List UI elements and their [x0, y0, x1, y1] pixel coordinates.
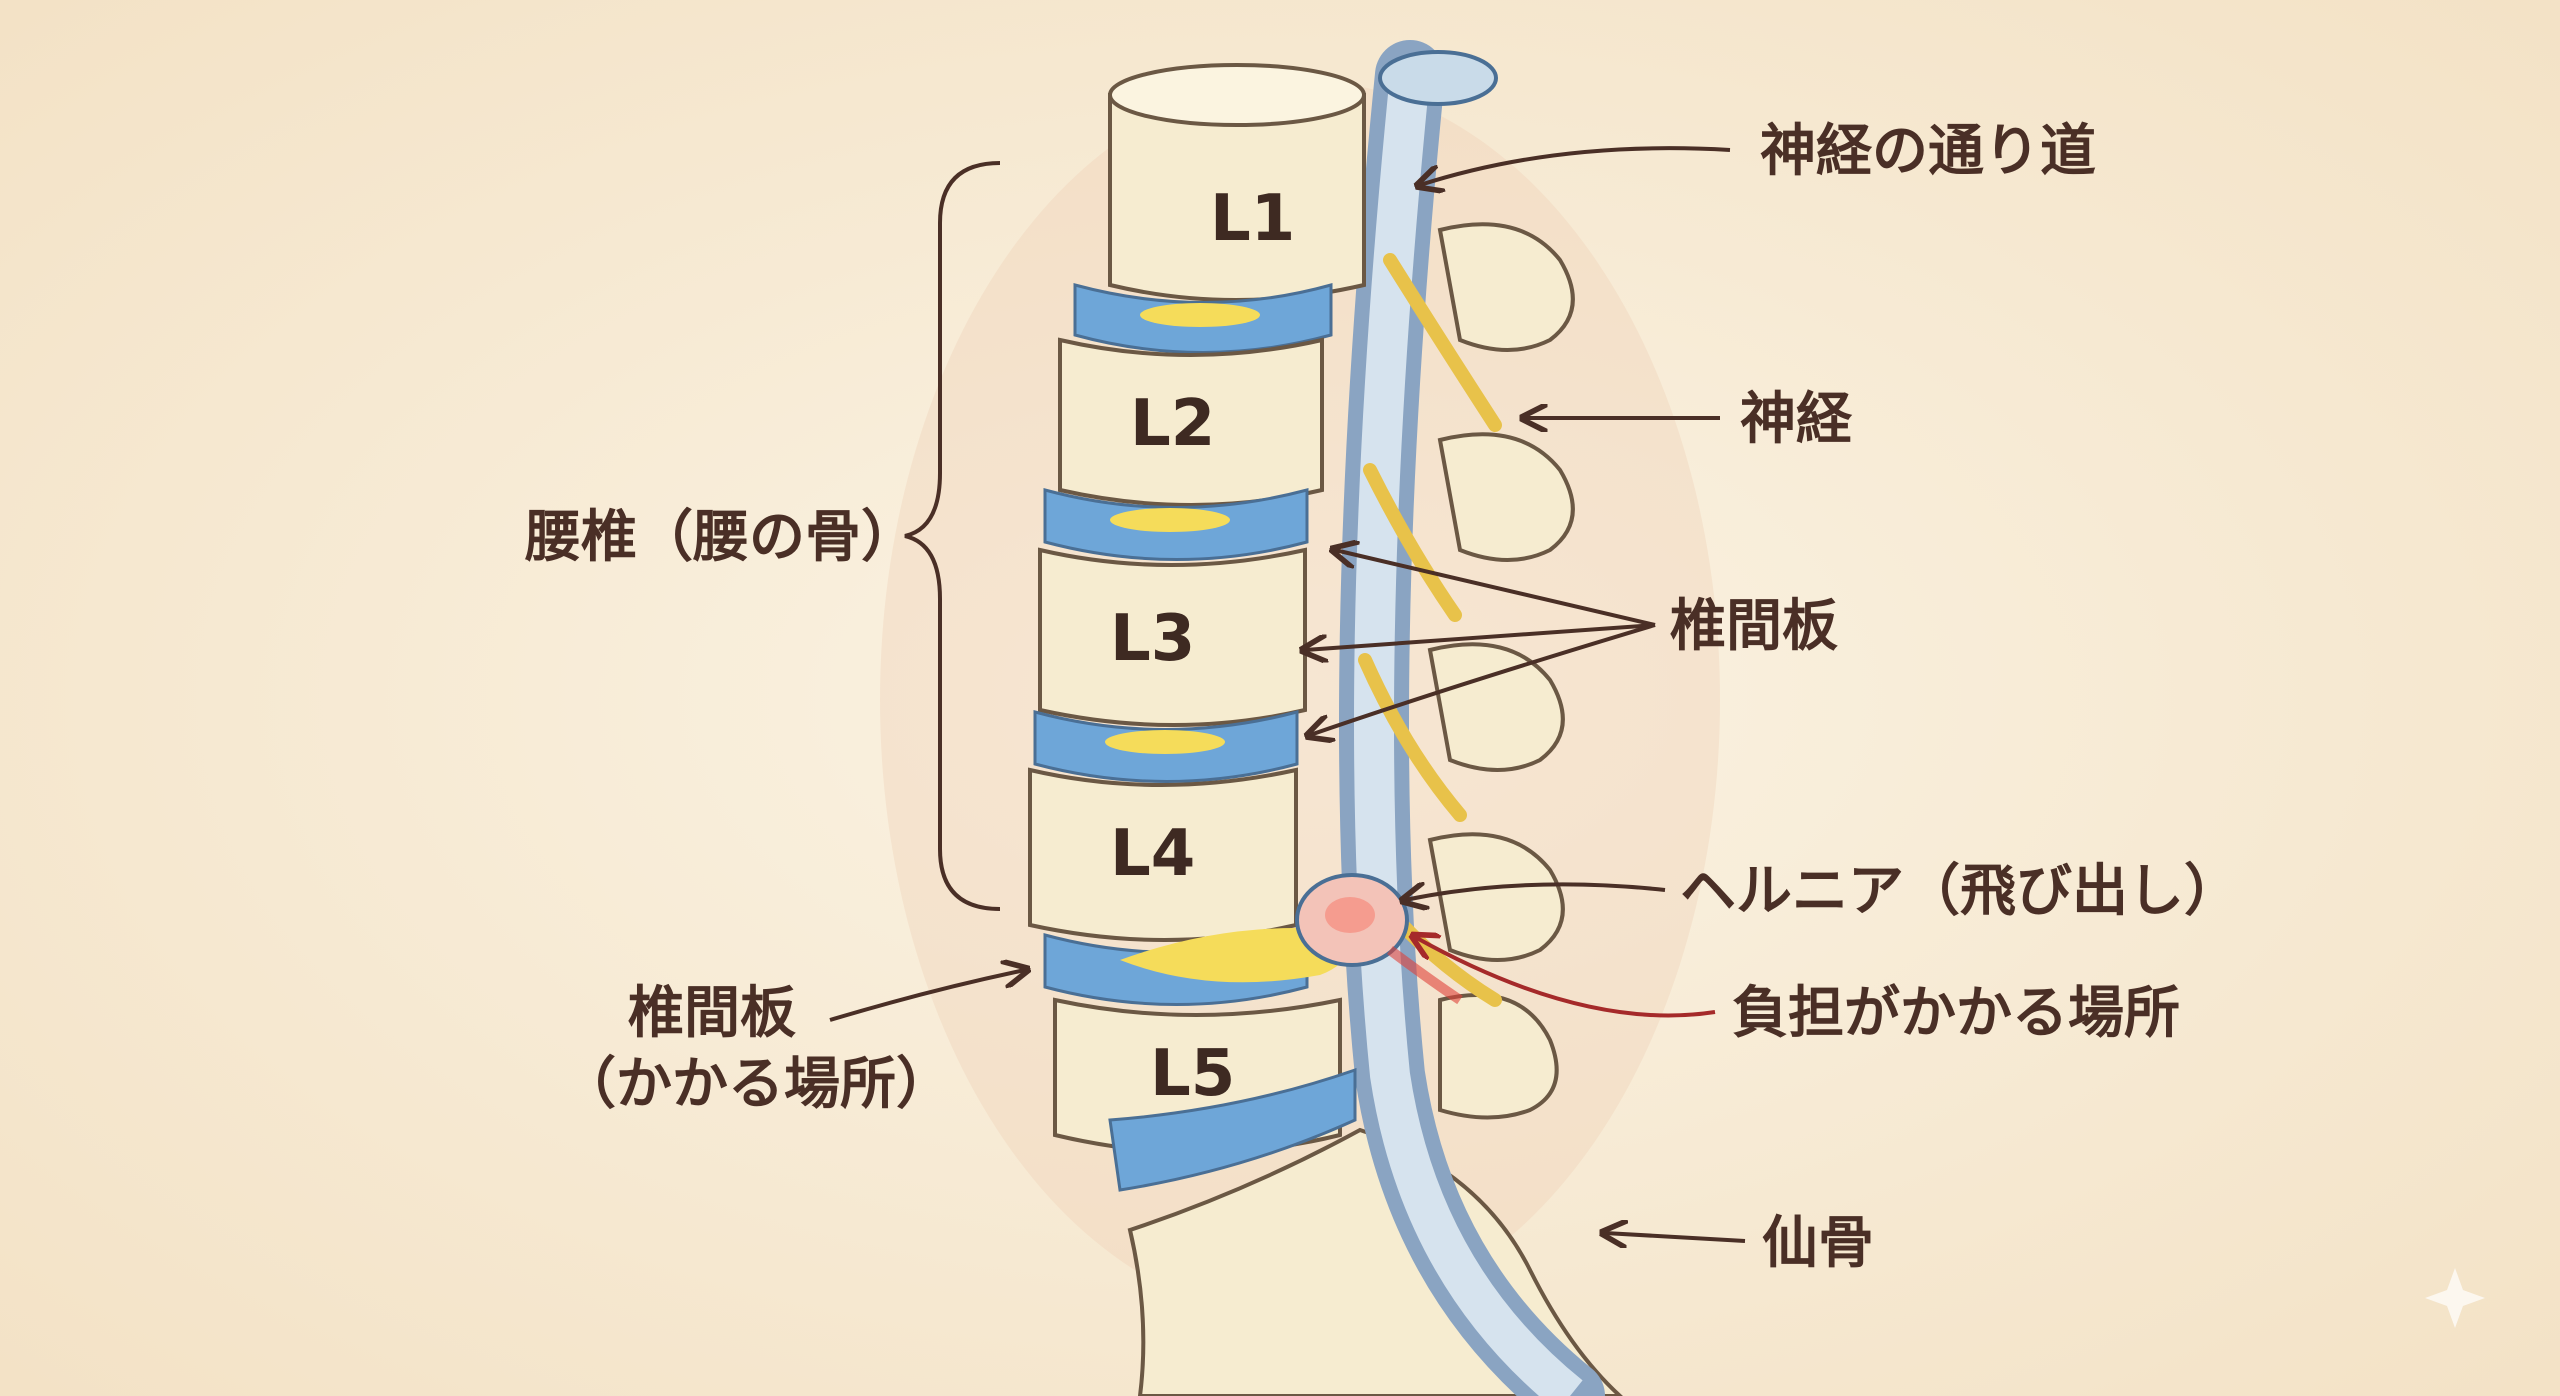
label-disc-left: 椎間板: [628, 981, 796, 1046]
label-disc-right: 椎間板: [1670, 594, 1838, 659]
spinous-processes: [1427, 222, 1575, 1120]
arrow-disc-1: [1335, 550, 1656, 627]
label-lumbar: 腰椎（腰の骨）: [525, 505, 917, 570]
arrow-sacrum: [1605, 1233, 1746, 1241]
label-nerve: 神経: [1740, 387, 1853, 452]
herniation: [1295, 873, 1463, 1005]
vertebra-label-l1: L1: [1210, 182, 1295, 256]
arrow-stress-point: [1415, 937, 1716, 1018]
arrow-hernia: [1405, 884, 1666, 900]
vertebral-column: [1028, 63, 1366, 1192]
label-nerve-path: 神経の通り道: [1760, 119, 2096, 184]
canal-opening: [1378, 50, 1498, 106]
arrow-disc-3: [1310, 623, 1656, 735]
arrow-disc-2: [1305, 623, 1656, 650]
vertebra-label-l4: L4: [1110, 817, 1195, 891]
arrow-nerve-path: [1420, 146, 1731, 185]
vertebra-label-l5: L5: [1150, 1037, 1235, 1111]
vertebra-label-l3: L3: [1110, 602, 1195, 676]
sparkle-icon: [2425, 1268, 2485, 1328]
lumbar-bracket: [904, 161, 1001, 911]
label-sacrum: 仙骨: [1762, 1211, 1874, 1276]
vertebra-label-l2: L2: [1130, 387, 1215, 461]
label-hernia: ヘルニア（飛び出し）: [1680, 859, 2240, 924]
label-disc-left-sub: （かかる場所）: [560, 1052, 952, 1117]
label-stress-point: 負担がかかる場所: [1732, 981, 2180, 1046]
arrow-disc-left: [829, 970, 1025, 1022]
